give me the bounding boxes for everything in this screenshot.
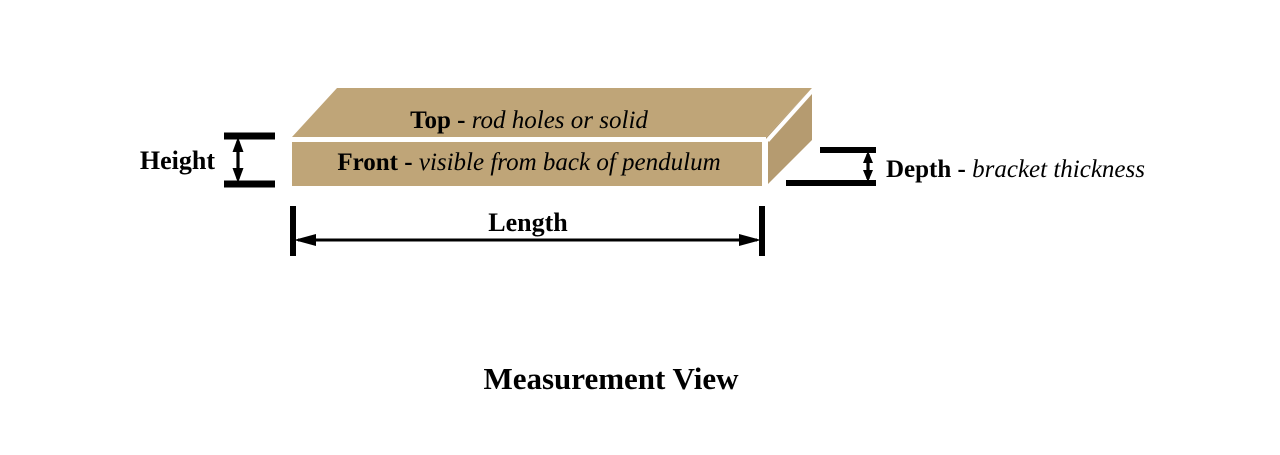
- front-face-label-group: Front - visible from back of pendulum: [337, 149, 720, 176]
- top-face-separator: -: [457, 107, 465, 134]
- top-face-label: Top: [410, 107, 451, 134]
- depth-description: bracket thickness: [972, 156, 1145, 183]
- depth-dimension: Depth - bracket thickness: [786, 147, 1145, 186]
- depth-separator: -: [958, 156, 966, 183]
- top-face-label-group: Top - rod holes or solid: [410, 107, 648, 134]
- depth-label-group: Depth - bracket thickness: [886, 156, 1145, 183]
- depth-arrowhead-up: [863, 151, 873, 163]
- box-front-side-seam: [762, 139, 768, 186]
- height-dimension: Height: [140, 132, 275, 188]
- height-arrowhead-down: [232, 168, 244, 183]
- diagram-caption: Measurement View: [483, 361, 739, 396]
- front-face-separator: -: [404, 149, 412, 176]
- front-face-label: Front: [337, 149, 398, 176]
- length-arrowhead-right: [739, 234, 761, 246]
- box-top-front-seam: [292, 137, 766, 142]
- length-label: Length: [488, 208, 568, 237]
- height-arrowhead-up: [232, 137, 244, 152]
- front-face-description: visible from back of pendulum: [419, 149, 721, 176]
- length-dimension: Length: [290, 206, 765, 256]
- box-front-face: [292, 142, 766, 186]
- depth-arrowhead-down: [863, 170, 873, 182]
- bracket-box: Top - rod holes or solid Front - visible…: [292, 88, 812, 186]
- box-side-face: [766, 88, 812, 186]
- height-label: Height: [140, 146, 215, 175]
- depth-label: Depth: [886, 156, 951, 183]
- box-side-top-seam: [766, 88, 812, 142]
- top-face-description: rod holes or solid: [472, 107, 649, 134]
- length-arrowhead-left: [294, 234, 316, 246]
- box-top-face: [292, 88, 812, 137]
